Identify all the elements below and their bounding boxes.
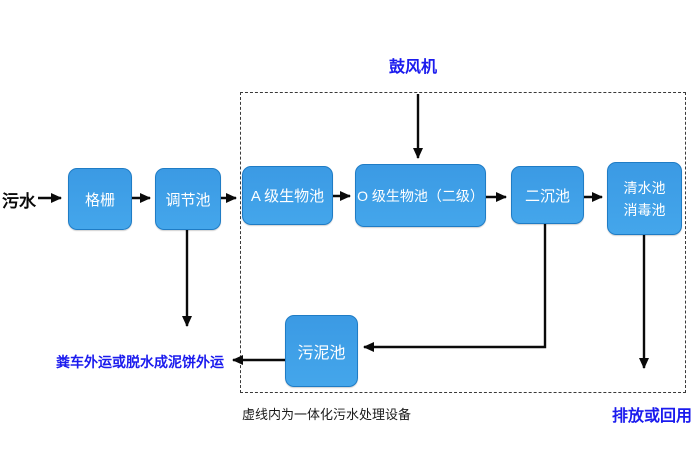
node-secondary-sedimentation-tank-label: 二沉池 <box>524 187 570 205</box>
node-a-bio-tank-label: A 级生物池 <box>250 188 325 205</box>
blower-label: 鼓风机 <box>389 59 438 76</box>
node-grille: 格栅 <box>68 168 132 230</box>
node-o-bio-tank-label: O 级生物池（二级） <box>357 187 484 204</box>
effluent-label: 排放或回用 <box>612 408 693 425</box>
node-secondary-sedimentation-tank: 二沉池 <box>511 166 584 224</box>
integrated-equipment-dashed-boundary <box>240 92 686 393</box>
node-o-bio-tank: O 级生物池（二级） <box>355 164 486 227</box>
node-clear-water-disinfection-tank: 清水池 消毒池 <box>607 162 682 235</box>
node-a-bio-tank: A 级生物池 <box>242 166 333 225</box>
node-clear-water-line1: 清水池 <box>623 179 666 196</box>
sludge-disposal-label: 粪车外运或脱水成泥饼外运 <box>56 354 224 370</box>
dashed-box-caption: 虚线内为一体化污水处理设备 <box>242 407 412 422</box>
node-regulating-tank-label: 调节池 <box>165 191 211 209</box>
node-sludge-tank-label: 污泥池 <box>297 345 346 362</box>
node-regulating-tank: 调节池 <box>155 168 221 230</box>
arrow-sed-to-sludge <box>363 222 547 352</box>
node-clear-water-line2: 消毒池 <box>623 201 666 218</box>
influent-label: 污水 <box>2 192 36 211</box>
node-grille-label: 格栅 <box>84 191 115 209</box>
node-sludge-tank: 污泥池 <box>285 315 358 387</box>
